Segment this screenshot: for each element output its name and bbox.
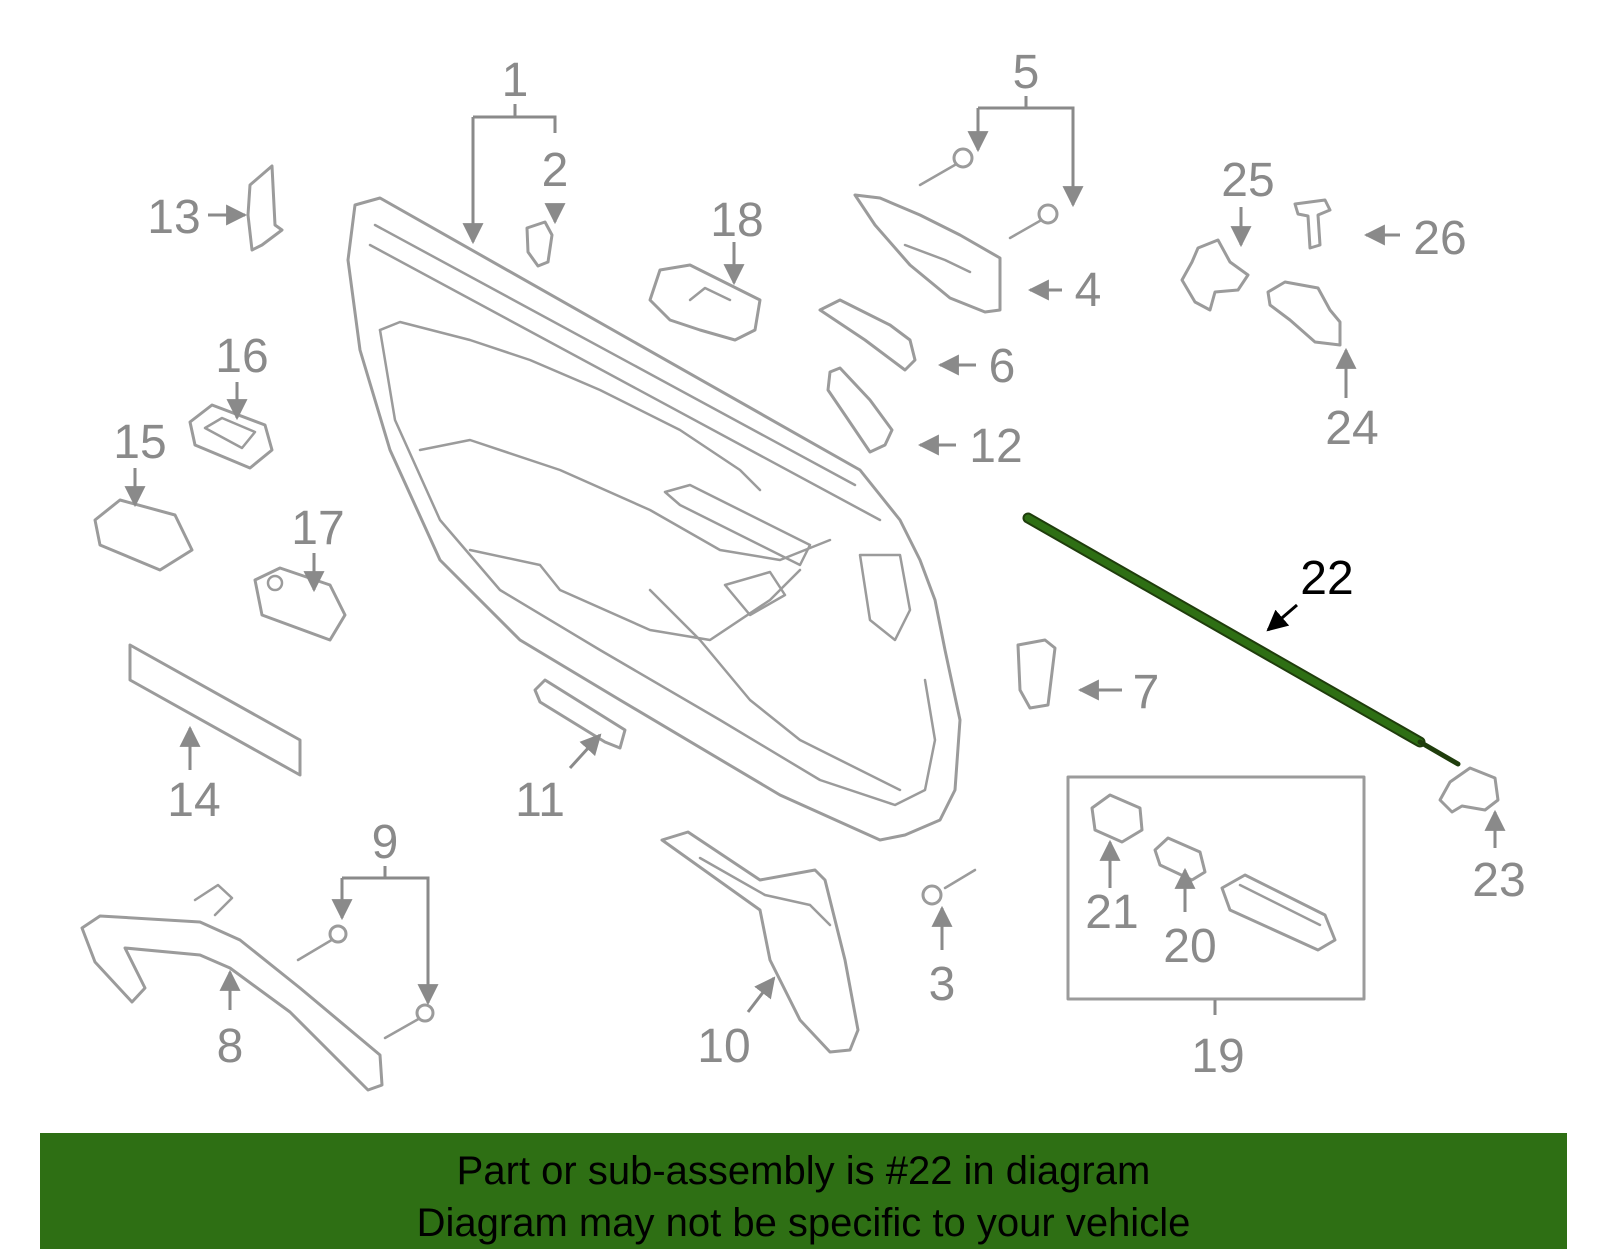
- callout-14: 14: [167, 774, 220, 827]
- callout-22: 22: [1300, 552, 1353, 605]
- callout-15: 15: [113, 416, 166, 469]
- callout-2: 2: [542, 144, 569, 197]
- pocket-part-18[interactable]: [648, 263, 762, 342]
- callout-19: 19: [1191, 1030, 1244, 1083]
- bracket-part-24[interactable]: [1266, 280, 1342, 347]
- switch-bezel-part-16[interactable]: [188, 403, 274, 470]
- callout-10: 10: [697, 1020, 750, 1073]
- callout-1: 1: [502, 54, 529, 107]
- callout-6: 6: [989, 340, 1016, 393]
- callout-7: 7: [1133, 666, 1160, 719]
- screw-part-3[interactable]: [921, 868, 977, 906]
- trim-part-12[interactable]: [826, 366, 894, 454]
- callout-labels: 1 2 3 4 5 6 7 8 9 10 11 12 13 14 15 16 1…: [113, 46, 1525, 1083]
- callout-12: 12: [969, 420, 1022, 473]
- bolt-part-5-b[interactable]: [1008, 203, 1059, 240]
- banner-line-2: Diagram may not be specific to your vehi…: [416, 1201, 1191, 1245]
- callout-16: 16: [215, 330, 268, 383]
- callout-18: 18: [710, 194, 763, 247]
- callout-3: 3: [929, 958, 956, 1011]
- bolt-part-9-a[interactable]: [296, 924, 348, 962]
- banner-line-1: Part or sub-assembly is #22 in diagram: [456, 1149, 1151, 1193]
- callout-26: 26: [1413, 212, 1466, 265]
- button-part-20[interactable]: [1153, 836, 1207, 882]
- callout-4: 4: [1075, 264, 1102, 317]
- info-banner: Part or sub-assembly is #22 in diagram D…: [40, 1133, 1567, 1249]
- callout-20: 20: [1163, 920, 1216, 973]
- callout-11: 11: [515, 774, 565, 827]
- bracket-part-13[interactable]: [246, 164, 284, 252]
- weatherstrip-part-22[interactable]: [1022, 512, 1461, 767]
- callout-8: 8: [217, 1020, 244, 1073]
- door-panel-part-1[interactable]: [346, 196, 962, 842]
- clip-part-25[interactable]: [1180, 238, 1250, 312]
- callout-24: 24: [1325, 402, 1378, 455]
- leader-lines: [124, 96, 1506, 1015]
- armrest-bracket-part-4[interactable]: [853, 193, 1002, 314]
- callout-17: 17: [291, 502, 344, 555]
- handle-trim-part-8[interactable]: [80, 883, 384, 1092]
- callout-5: 5: [1013, 46, 1040, 99]
- strip-part-14[interactable]: [128, 643, 302, 777]
- pull-handle-part-10[interactable]: [660, 830, 860, 1054]
- callout-13: 13: [147, 191, 200, 244]
- callout-23: 23: [1472, 854, 1525, 907]
- pin-part-26[interactable]: [1293, 198, 1332, 250]
- trim-strip-part-6[interactable]: [818, 298, 917, 372]
- clip-part-7[interactable]: [1016, 638, 1057, 710]
- bolt-part-9-b[interactable]: [383, 1003, 435, 1040]
- switch-part-15[interactable]: [93, 498, 194, 572]
- callout-25: 25: [1221, 154, 1274, 207]
- callout-21: 21: [1085, 886, 1138, 939]
- clip-part-21[interactable]: [1090, 793, 1144, 844]
- clip-strip-part-11[interactable]: [533, 678, 627, 750]
- switch-part-17[interactable]: [253, 566, 347, 642]
- clip-part-23[interactable]: [1438, 766, 1500, 814]
- bolt-part-5-a[interactable]: [918, 147, 974, 187]
- callout-9: 9: [372, 816, 399, 869]
- clip-part-2[interactable]: [525, 220, 554, 268]
- window-switch-in-box[interactable]: [1220, 873, 1337, 952]
- switch-assembly-box-part-19[interactable]: [1066, 775, 1366, 1001]
